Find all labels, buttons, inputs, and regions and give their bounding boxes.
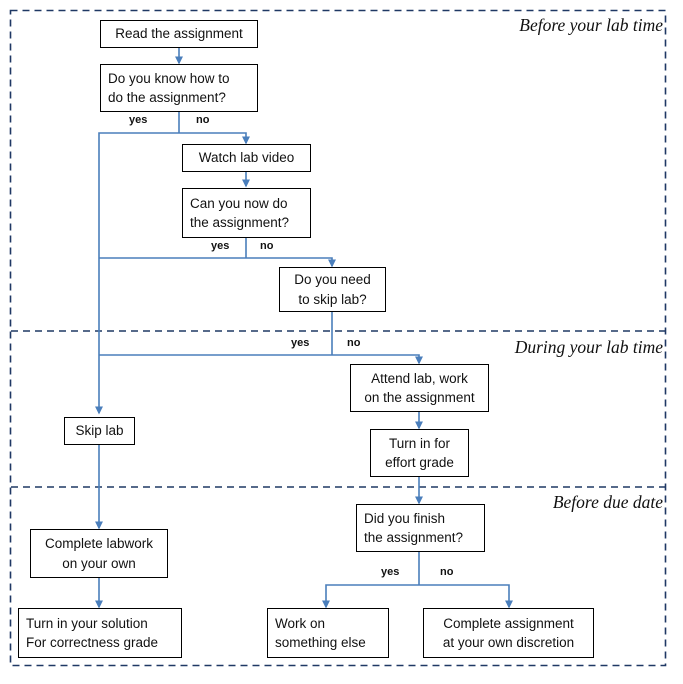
node-can-you-now-question[interactable]: Can you now do the assignment? <box>182 188 311 238</box>
node-skip-lab[interactable]: Skip lab <box>64 417 135 445</box>
node-turn-in-effort[interactable]: Turn in for effort grade <box>370 429 469 477</box>
node-know-how-question[interactable]: Do you know how to do the assignment? <box>100 64 258 112</box>
outer-dashed-border <box>9 9 667 667</box>
node-did-you-finish-question[interactable]: Did you finish the assignment? <box>356 504 485 552</box>
node-work-on-something-else[interactable]: Work on something else <box>267 608 389 658</box>
edge-label-can-now-no: no <box>260 240 274 252</box>
node-turn-in-solution[interactable]: Turn in your solution For correctness gr… <box>18 608 182 658</box>
node-complete-labwork[interactable]: Complete labwork on your own <box>30 529 168 578</box>
node-watch-lab-video[interactable]: Watch lab video <box>182 144 311 172</box>
edge-label-skip-lab-no: no <box>347 337 361 349</box>
section-label-before-lab: Before your lab time <box>519 15 663 35</box>
edge-label-finish-yes: yes <box>381 566 400 578</box>
node-attend-lab[interactable]: Attend lab, work on the assignment <box>350 364 489 412</box>
node-need-skip-lab-question[interactable]: Do you need to skip lab? <box>279 267 386 312</box>
edge-label-skip-lab-yes: yes <box>291 337 310 349</box>
section-label-before-due: Before due date <box>552 492 663 512</box>
edge-label-finish-no: no <box>440 566 454 578</box>
edge-label-know-how-yes: yes <box>129 114 148 126</box>
edge-label-can-now-yes: yes <box>211 240 230 252</box>
node-read-assignment[interactable]: Read the assignment <box>100 20 258 48</box>
edge-label-know-how-no: no <box>196 114 210 126</box>
node-complete-assignment[interactable]: Complete assignment at your own discreti… <box>423 608 594 658</box>
section-label-during-lab: During your lab time <box>514 337 663 357</box>
